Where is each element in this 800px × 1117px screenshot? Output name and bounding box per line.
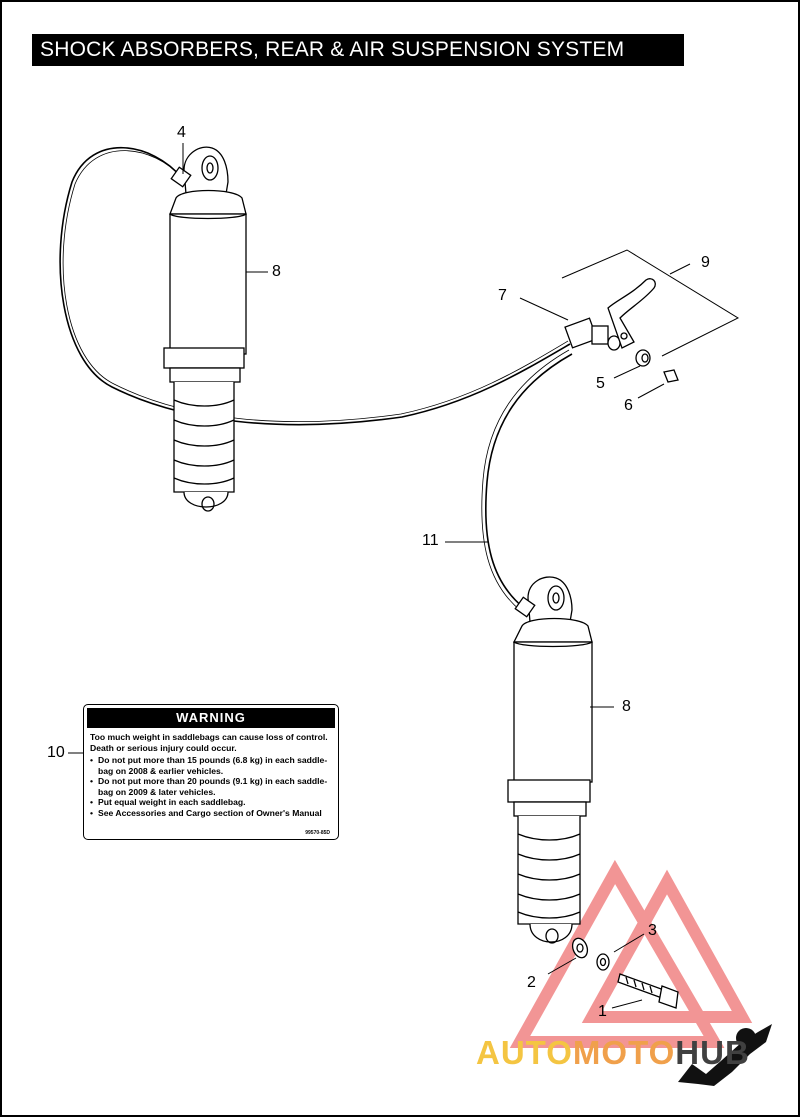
watermark-motorcycle-icon	[678, 1024, 772, 1086]
warning-header: WARNING	[87, 708, 335, 728]
watermark-auto: AUTO	[476, 1034, 573, 1071]
callout-11: 11	[422, 532, 439, 549]
watermark-text: AUTOMOTOHUB	[476, 1034, 750, 1072]
callout-3: 3	[648, 922, 657, 939]
lockwasher-part-3	[596, 953, 610, 971]
callout-2: 2	[527, 974, 536, 991]
shock-absorber-lower	[507, 576, 593, 944]
callout-10: 10	[47, 744, 65, 761]
callout-4: 4	[177, 124, 186, 141]
valve-bracket	[607, 278, 656, 349]
valve-cap-part-6	[663, 369, 679, 383]
callout-8-upper: 8	[272, 263, 281, 280]
bolt-part-1	[617, 973, 679, 1009]
shock-absorber-upper	[163, 146, 247, 512]
tee-fitting	[564, 317, 621, 351]
nut-part-5	[635, 349, 651, 367]
callout-8-lower: 8	[622, 698, 631, 715]
warning-bullet: See Accessories and Cargo section of Own…	[90, 808, 333, 819]
warning-part-number: 99570-85D	[305, 830, 330, 836]
callout-1: 1	[598, 1003, 607, 1020]
washer-part-2	[571, 937, 589, 959]
warning-bullet: Do not put more than 15 pounds (6.8 kg) …	[90, 755, 333, 776]
leader-lines	[68, 143, 691, 1009]
watermark-moto: MOTO	[572, 1034, 676, 1071]
warning-bullet: Put equal weight in each saddlebag.	[90, 797, 333, 808]
watermark-hub: HUB	[675, 1034, 750, 1071]
page-title: SHOCK ABSORBERS, REAR & AIR SUSPENSION S…	[32, 34, 684, 66]
warning-label: WARNING Too much weight in saddlebags ca…	[83, 704, 339, 840]
warning-intro: Too much weight in saddlebags can cause …	[90, 732, 328, 753]
callout-6: 6	[624, 397, 633, 414]
callout-5: 5	[596, 375, 605, 392]
warning-bullets: Do not put more than 15 pounds (6.8 kg) …	[90, 755, 333, 818]
callout-9: 9	[701, 254, 710, 271]
air-line-lower	[484, 353, 573, 609]
warning-bullet: Do not put more than 20 pounds (9.1 kg) …	[90, 776, 333, 797]
callout-7: 7	[498, 287, 507, 304]
air-line-upper	[59, 146, 571, 426]
watermark-triangle-logo	[509, 859, 753, 1048]
